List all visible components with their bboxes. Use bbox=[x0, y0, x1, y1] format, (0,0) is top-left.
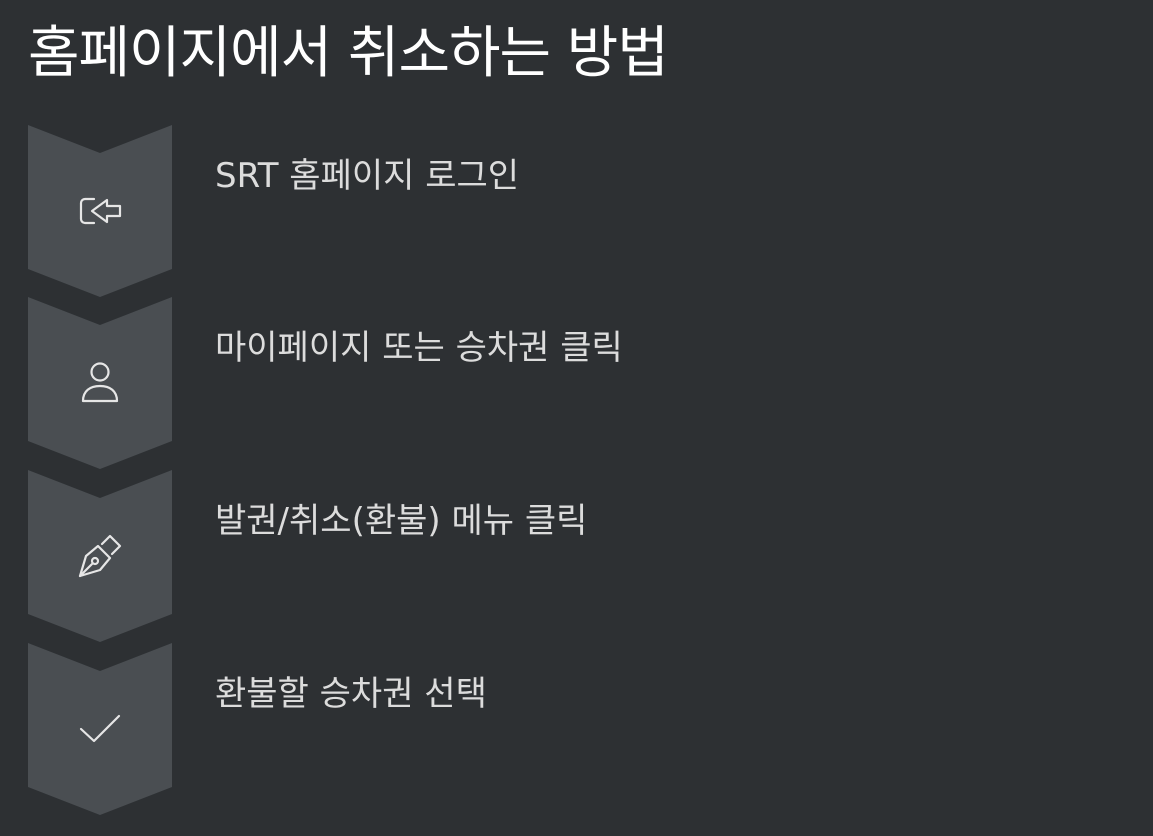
step-label: 환불할 승차권 선택 bbox=[215, 674, 487, 714]
step-label: 마이페이지 또는 승차권 클릭 bbox=[215, 328, 623, 368]
step-4: 환불할 승차권 선택 bbox=[0, 643, 1153, 815]
page-title: 홈페이지에서 취소하는 방법 bbox=[28, 21, 669, 86]
step-label: 발권/취소(환불) 메뉴 클릭 bbox=[215, 501, 588, 541]
login-icon bbox=[79, 197, 122, 225]
pen-nib-icon bbox=[78, 534, 122, 578]
step-3: 발권/취소(환불) 메뉴 클릭 bbox=[0, 470, 1153, 642]
checkmark-icon bbox=[79, 714, 121, 743]
step-label: SRT 홈페이지 로그인 bbox=[215, 156, 520, 196]
step-1: SRT 홈페이지 로그인 bbox=[0, 125, 1153, 297]
step-2: 마이페이지 또는 승차권 클릭 bbox=[0, 297, 1153, 469]
step-chevron bbox=[28, 125, 172, 297]
step-chevron bbox=[28, 643, 172, 815]
step-chevron bbox=[28, 297, 172, 469]
user-icon bbox=[81, 362, 119, 403]
step-chevron bbox=[28, 470, 172, 642]
